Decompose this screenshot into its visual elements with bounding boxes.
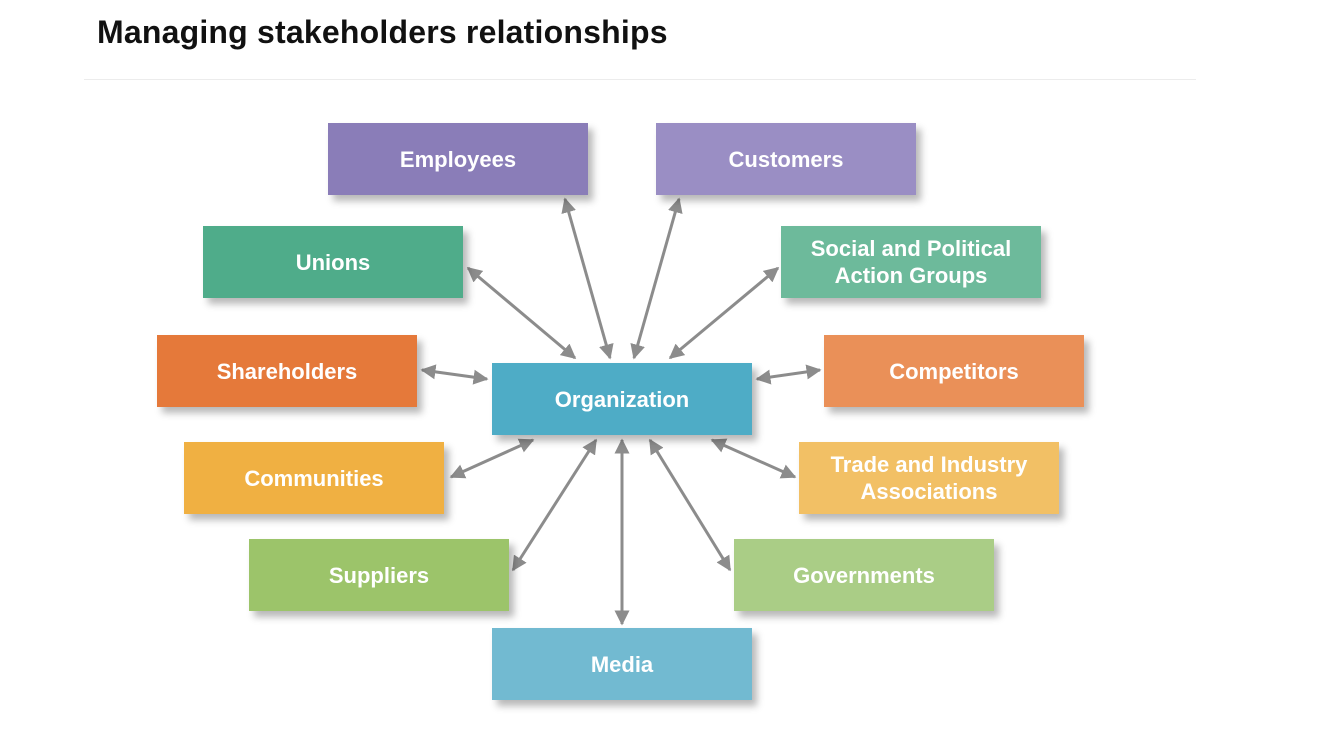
stakeholder-governments-label: Governments <box>793 562 935 588</box>
stakeholder-media-label: Media <box>590 651 654 677</box>
stakeholder-employees: Employees <box>328 123 588 195</box>
stakeholder-unions: Unions <box>203 226 463 298</box>
stakeholder-communities-label: Communities <box>244 465 384 491</box>
center-organization-label: Organization <box>554 386 690 412</box>
stakeholder-governments: Governments <box>734 539 994 611</box>
arrow-employees <box>561 197 614 360</box>
arrow-social <box>668 266 780 360</box>
stakeholder-customers-label: Customers <box>728 146 844 172</box>
stakeholder-customers: Customers <box>656 123 916 195</box>
center-organization: Organization <box>492 363 752 435</box>
stakeholder-competitors-label: Competitors <box>889 358 1019 384</box>
arrow-customers <box>630 197 683 360</box>
stakeholder-social-label: Social and Political Action Groups <box>810 236 1012 288</box>
stakeholder-competitors: Competitors <box>824 335 1084 407</box>
page-title: Managing stakeholders relationships <box>97 14 668 50</box>
arrow-trade <box>710 438 797 479</box>
stakeholder-suppliers-label: Suppliers <box>328 562 430 588</box>
stakeholder-shareholders: Shareholders <box>157 335 417 407</box>
stakeholder-employees-label: Employees <box>399 146 517 172</box>
arrow-unions <box>466 266 577 360</box>
arrow-communities <box>449 438 535 479</box>
arrow-suppliers <box>511 438 598 572</box>
arrow-competitors <box>755 364 822 385</box>
stakeholder-suppliers: Suppliers <box>249 539 509 611</box>
stakeholder-shareholders-label: Shareholders <box>216 358 358 384</box>
arrow-shareholders <box>420 364 489 385</box>
stakeholder-trade-industry-associations: Trade and Industry Associations <box>799 442 1059 514</box>
stakeholder-unions-label: Unions <box>295 249 371 275</box>
stakeholder-media: Media <box>492 628 752 700</box>
arrow-governments <box>648 438 732 572</box>
stakeholder-communities: Communities <box>184 442 444 514</box>
stakeholder-social-political-groups: Social and Political Action Groups <box>781 226 1041 298</box>
stakeholder-trade-label: Trade and Industry Associations <box>830 452 1028 504</box>
title-divider <box>84 79 1196 80</box>
